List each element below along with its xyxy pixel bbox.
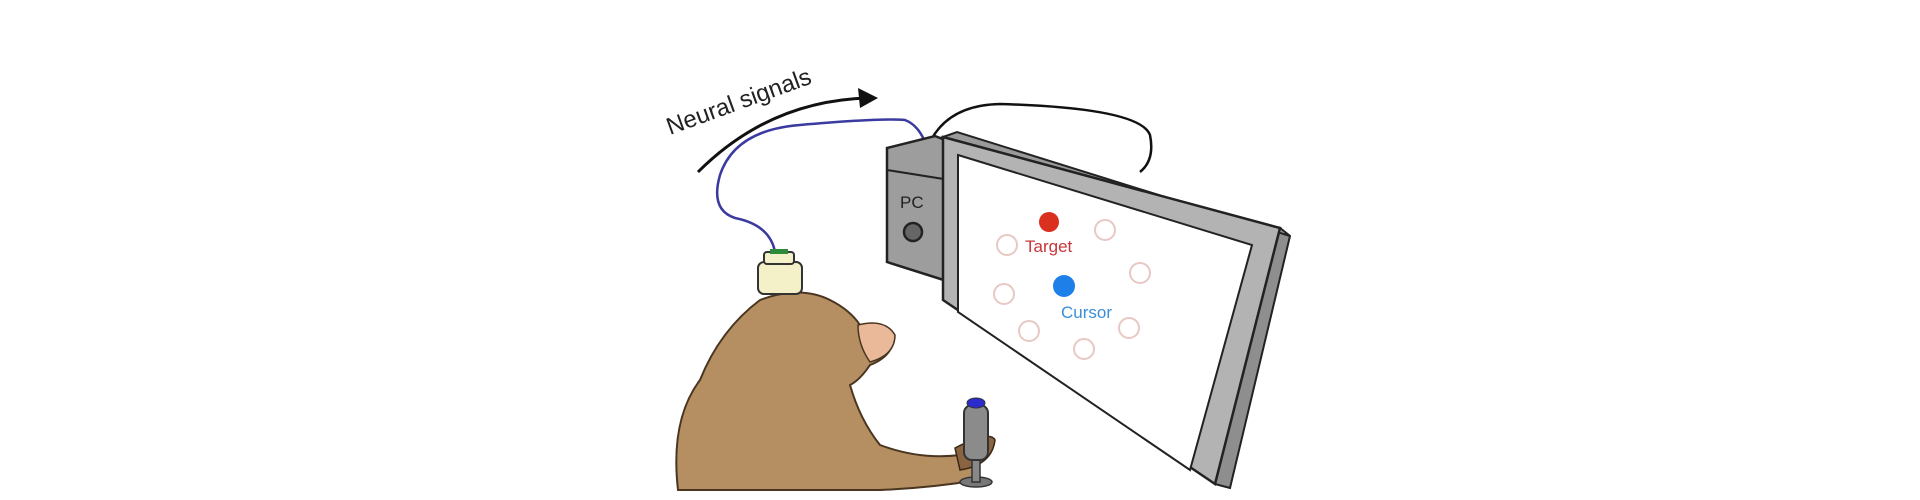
neural-signals-label: Neural signals [663,63,815,140]
cursor-dot [1053,275,1075,297]
cursor-label: Cursor [1061,303,1112,322]
pc-label: PC [900,193,924,212]
monitor [939,130,1292,490]
target-positions [993,219,1151,360]
pc-power-button [902,221,924,243]
hollow-target-circle [1018,320,1040,342]
neural-cable [715,118,927,253]
monitor-cable [929,102,1153,173]
hollow-target-circle [1073,338,1095,360]
target-label: Target [1025,237,1073,256]
neural-signals-arrow [696,88,878,174]
monitor-screen [957,153,1254,472]
headcap-connector [757,249,803,295]
hollow-target-circle [1129,262,1151,284]
target-dot [1039,212,1059,232]
joystick [959,397,993,488]
monkey [675,291,996,491]
hollow-target-circle [1094,219,1116,241]
hollow-target-circle [993,283,1015,305]
hollow-target-circle [1118,317,1140,339]
hollow-target-circle [996,234,1018,256]
